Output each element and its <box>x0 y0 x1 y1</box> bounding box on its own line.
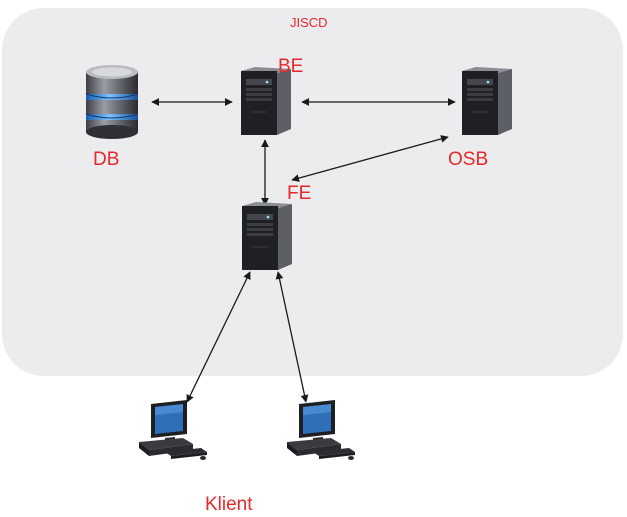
server-tower-icon <box>462 67 512 135</box>
be-label: BE <box>278 56 304 77</box>
server-tower-icon <box>241 67 291 135</box>
db-label: DB <box>93 149 120 170</box>
osb-label: OSB <box>448 149 489 170</box>
desktop-computer-icon <box>287 400 355 460</box>
client-right-node[interactable] <box>283 398 357 464</box>
link-fe-client-left <box>186 271 251 403</box>
database-icon <box>85 65 139 139</box>
klient-label: Klient <box>205 494 253 515</box>
desktop-computer-icon <box>139 400 207 460</box>
fe-label: FE <box>287 183 312 204</box>
link-osb-fe <box>291 135 449 182</box>
db-node[interactable] <box>82 64 142 140</box>
server-tower-icon <box>242 202 292 270</box>
fe-node[interactable] <box>238 202 296 272</box>
client-left-node[interactable] <box>135 398 209 464</box>
zone-title: JISCD <box>290 15 328 30</box>
be-node[interactable] <box>237 67 295 137</box>
link-fe-client-right <box>275 271 309 403</box>
osb-node[interactable] <box>458 67 516 137</box>
